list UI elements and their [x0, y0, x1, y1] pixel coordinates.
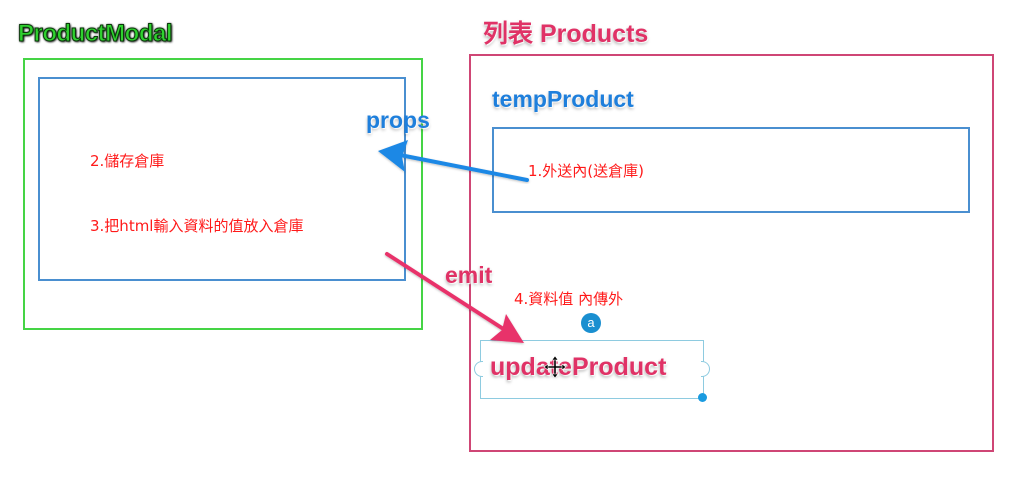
left-connector-handle[interactable] [474, 361, 483, 377]
note-emit-out: 4.資料值 內傳外 [514, 290, 624, 308]
update-product-label[interactable]: updateProduct [490, 353, 667, 381]
move-cursor-icon [543, 355, 567, 379]
emit-label: emit [445, 262, 493, 288]
emit-arrow [385, 252, 524, 343]
note-save-store: 2.儲存倉庫 [90, 152, 165, 170]
product-modal-title: ProductModal [18, 20, 174, 48]
products-title: 列表 Products [483, 20, 649, 48]
props-label: props [366, 107, 430, 133]
emit-arrow-shaft [385, 252, 507, 332]
props-arrow [378, 140, 529, 182]
props-arrow-shaft [398, 153, 529, 182]
products-box [469, 54, 994, 452]
props-arrow-head [378, 140, 408, 172]
note-bind-html: 3.把html輸入資料的值放入倉庫 [90, 217, 304, 235]
resize-handle[interactable] [698, 393, 707, 402]
temp-product-label: tempProduct [492, 86, 634, 112]
note-send-in: 1.外送內(送倉庫) [528, 162, 645, 180]
anchor-badge[interactable]: a [581, 313, 601, 333]
temp-product-box [492, 127, 970, 213]
modal-inner-box [38, 77, 406, 281]
emit-arrow-head [490, 314, 524, 343]
product-modal-box [23, 58, 423, 330]
